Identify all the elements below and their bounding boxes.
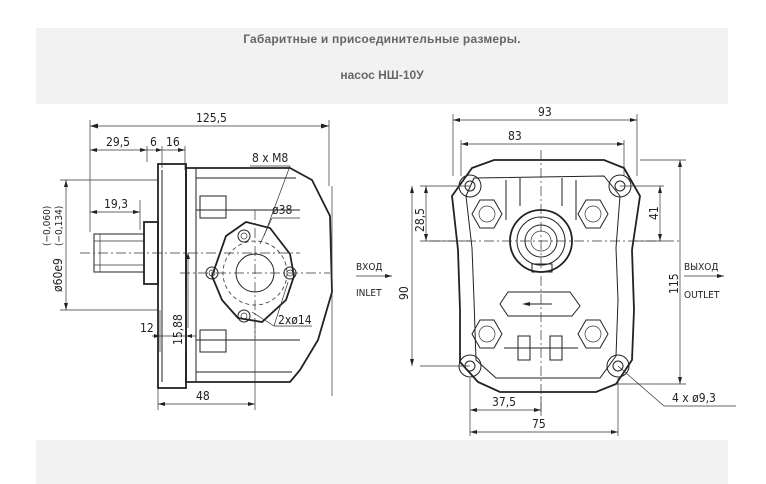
dim-15-88: 15,88 [171,314,185,345]
label-tol-lower: (−0,134) [54,206,65,246]
dim-125-5: 125,5 [196,111,227,125]
label-tol-upper: (−0,060) [42,206,53,246]
page-title: Габаритные и присоединительные размеры. [243,32,521,46]
label-2xdia14: 2xø14 [278,313,312,327]
dim-28-5: 28,5 [413,208,427,232]
label-8xm8: 8 x M8 [252,151,288,165]
dim-75: 75 [532,417,546,431]
label-outlet-ru: ВЫХОД [684,262,718,273]
label-inlet-ru: ВХОД [356,262,382,273]
dim-16: 16 [166,135,180,149]
dim-29-5: 29,5 [106,135,130,149]
dim-48: 48 [196,389,210,403]
label-inlet-en: INLET [356,288,382,299]
side-view [60,120,333,410]
label-4xdia9-3: 4 x ø9,3 [672,391,716,405]
dim-12: 12 [140,321,154,335]
front-view [356,114,736,436]
dim-93: 93 [538,105,552,119]
dim-90: 90 [397,286,411,300]
dim-6: 6 [150,135,157,149]
label-outlet-en: OUTLET [684,290,720,301]
dim-83: 83 [508,129,522,143]
drawing-area [36,104,728,440]
dim-19-3: 19,3 [104,197,128,211]
label-dia38: ø38 [272,203,292,217]
dim-37-5: 37,5 [492,395,516,409]
page-subtitle: насос НШ-10У [340,68,424,82]
dim-115: 115 [667,273,681,294]
dim-41: 41 [647,206,661,220]
label-shaft-dia: ø60e9 [51,258,65,292]
